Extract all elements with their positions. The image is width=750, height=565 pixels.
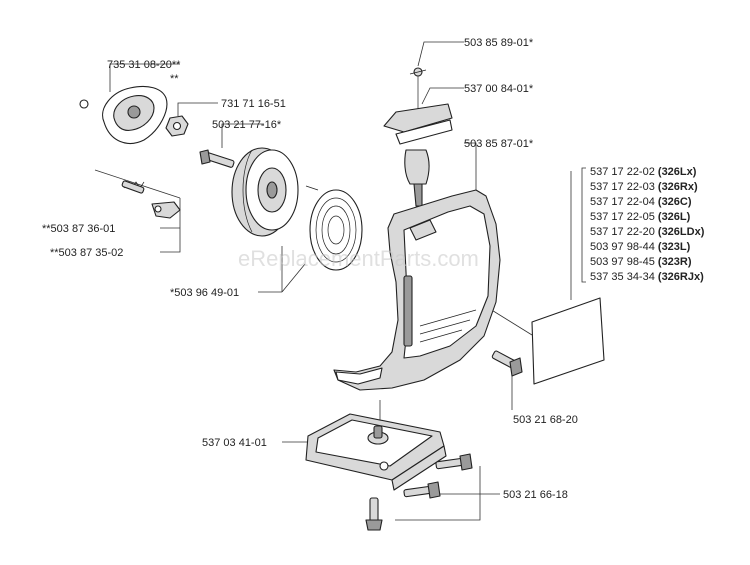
label-pawl-spring: **503 87 36-01 <box>42 223 115 235</box>
label-starter-pulley: *503 96 49-01 <box>170 287 239 299</box>
decal-number: 537 17 22-02 <box>590 166 655 178</box>
decal-number: 537 17 22-05 <box>590 211 655 223</box>
decal-row: 537 35 34-34 (326RJx) <box>590 271 704 283</box>
starter-nut <box>165 115 189 137</box>
decal-model: (323L) <box>658 241 691 253</box>
plate-screw-2 <box>403 481 441 499</box>
decal-model: (326LDx) <box>658 226 705 238</box>
label-plate-screws: 503 21 66-18 <box>503 489 568 501</box>
callout-labels: 735 31 08-20** ** 731 71 16-51 503 21 77… <box>42 37 578 501</box>
decal-number: 503 97 98-45 <box>590 256 655 268</box>
plate-screw-3 <box>365 497 383 531</box>
plate-screw-1 <box>435 453 473 471</box>
decal-number: 503 97 98-44 <box>590 241 655 253</box>
base-plate <box>305 413 447 491</box>
label-starter-cover-clip: 735 31 08-20** <box>107 59 181 71</box>
decal-model: (326Rx) <box>658 181 698 193</box>
decal-number: 537 35 34-34 <box>590 271 655 283</box>
pulley-screw <box>199 149 235 168</box>
starter-housing <box>333 189 501 391</box>
decal-part-list: 537 17 22-02 (326Lx) 537 17 22-03 (326Rx… <box>581 166 705 283</box>
housing-screw <box>491 350 523 377</box>
decal-model: (323R) <box>658 256 692 268</box>
label-base-plate: 537 03 41-01 <box>202 437 267 449</box>
label-starter-housing: 503 85 87-01* <box>464 138 534 150</box>
starter-cover-plate <box>79 85 168 144</box>
label-starter-cover-clip-note: ** <box>170 73 179 85</box>
decal-row: 537 17 22-20 (326LDx) <box>590 226 705 238</box>
decal-number: 537 17 22-20 <box>590 226 655 238</box>
label-handle: 537 00 84-01* <box>464 83 534 95</box>
decal-row: 537 17 22-02 (326Lx) <box>590 166 697 178</box>
starter-handle <box>383 103 453 207</box>
pawl <box>151 201 181 219</box>
watermark: eReplacementParts.com <box>238 246 479 271</box>
label-rope: 503 85 89-01* <box>464 37 534 49</box>
decal-number: 537 17 22-03 <box>590 181 655 193</box>
starter-pulley <box>231 147 299 237</box>
housing-decal <box>531 297 605 385</box>
decal-model: (326L) <box>658 211 691 223</box>
label-pulley-screw: 503 21 77-16* <box>212 119 282 131</box>
pawl-spring <box>121 180 145 194</box>
label-starter-nut: 731 71 16-51 <box>221 98 286 110</box>
decal-model: (326RJx) <box>658 271 704 283</box>
decal-row: 537 17 22-04 (326C) <box>590 196 692 208</box>
decal-number: 537 17 22-04 <box>590 196 655 208</box>
recoil-spring <box>305 185 363 271</box>
label-pawl: **503 87 35-02 <box>50 247 123 259</box>
decal-model: (326C) <box>658 196 692 208</box>
label-housing-screw: 503 21 68-20 <box>513 414 578 426</box>
decal-row: 537 17 22-05 (326L) <box>590 211 691 223</box>
decal-row: 537 17 22-03 (326Rx) <box>590 181 698 193</box>
decal-row: 503 97 98-44 (323L) <box>590 241 691 253</box>
decal-row: 503 97 98-45 (323R) <box>590 256 692 268</box>
decal-model: (326Lx) <box>658 166 697 178</box>
